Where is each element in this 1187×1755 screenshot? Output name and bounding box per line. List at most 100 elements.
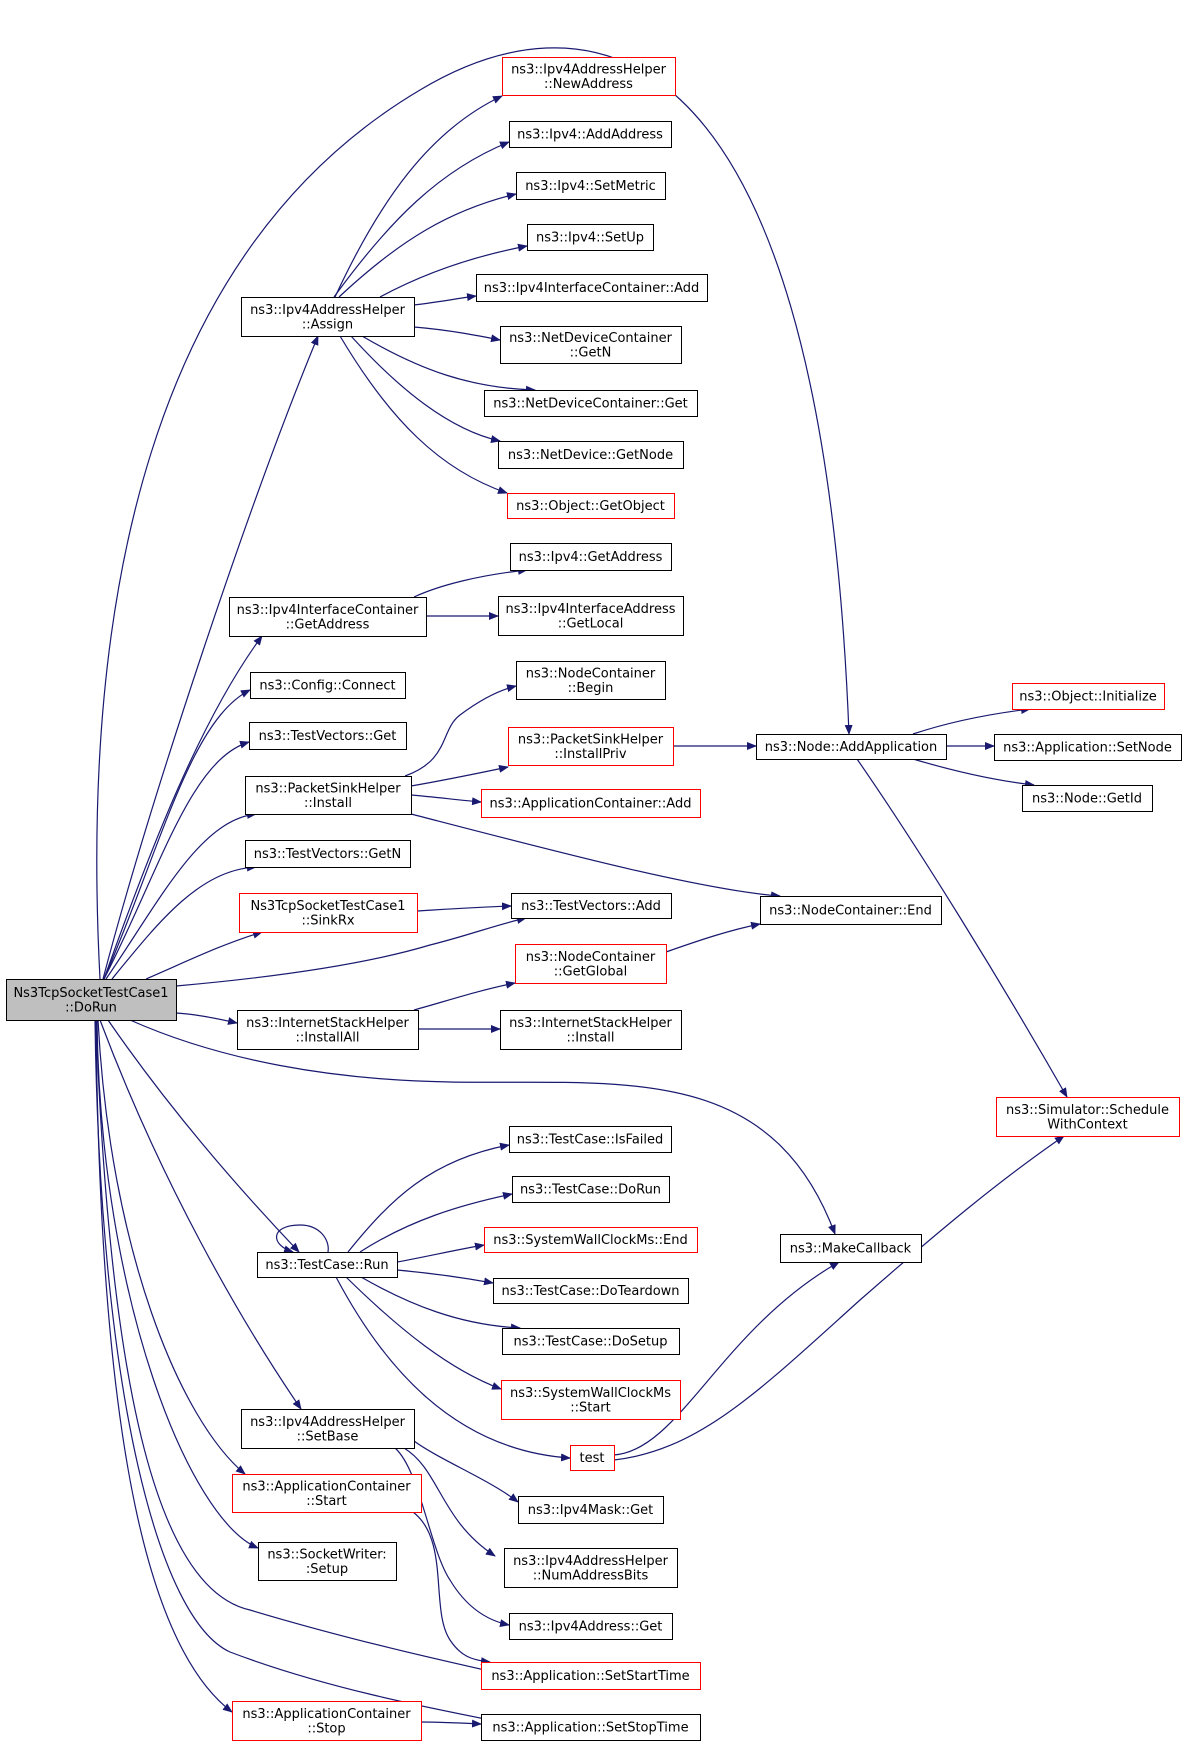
node-box xyxy=(508,727,674,766)
node-tvgetn[interactable]: ns3::TestVectors::GetN xyxy=(245,840,411,868)
node-box xyxy=(501,1380,681,1420)
node-setmetric[interactable]: ns3::Ipv4::SetMetric xyxy=(516,172,666,200)
node-box xyxy=(515,944,667,984)
edge-root-to-appcstart xyxy=(97,1019,246,1475)
node-box xyxy=(509,1126,672,1153)
edge-root-to-assign xyxy=(102,335,319,980)
node-tcdoteardown[interactable]: ns3::TestCase::DoTeardown xyxy=(493,1278,689,1304)
node-numaddrbits[interactable]: ns3::Ipv4AddressHelper::NumAddressBits xyxy=(504,1548,678,1588)
node-appcstart[interactable]: ns3::ApplicationContainer::Start xyxy=(232,1474,422,1513)
node-addrget[interactable]: ns3::Ipv4Address::Get xyxy=(509,1613,673,1640)
node-tcdorun[interactable]: ns3::TestCase::DoRun xyxy=(512,1176,670,1203)
node-label-line: ::Install xyxy=(304,796,352,811)
node-ndgetnode[interactable]: ns3::NetDevice::GetNode xyxy=(498,441,684,469)
node-label-line: ns3::Ipv4::SetMetric xyxy=(525,179,656,194)
edge-assign-to-setup xyxy=(379,243,528,298)
node-box xyxy=(516,172,666,200)
node-sockwsetup[interactable]: ns3::SocketWriter::Setup xyxy=(258,1542,397,1581)
node-label-line: ::GetGlobal xyxy=(554,964,627,979)
node-label-line: ns3::TestCase::DoTeardown xyxy=(501,1284,679,1299)
node-getobject[interactable]: ns3::Object::GetObject xyxy=(507,493,675,519)
node-ndcgetn[interactable]: ns3::NetDeviceContainer::GetN xyxy=(500,326,682,364)
node-tcdosetup[interactable]: ns3::TestCase::DoSetup xyxy=(502,1328,680,1355)
node-test[interactable]: test xyxy=(570,1445,615,1471)
node-box xyxy=(232,1474,422,1513)
edge-root-to-psinstall xyxy=(105,810,257,980)
node-setup[interactable]: ns3::Ipv4::SetUp xyxy=(527,224,654,251)
node-objinit[interactable]: ns3::Object::Initialize xyxy=(1012,683,1165,710)
node-box xyxy=(570,1445,615,1471)
node-box xyxy=(509,1613,673,1640)
node-box xyxy=(511,893,672,919)
edge-root-to-appsetstart xyxy=(95,1019,517,1679)
node-sinkrx[interactable]: Ns3TcpSocketTestCase1::SinkRx xyxy=(239,893,418,933)
edge-root-to-tvget xyxy=(103,740,250,980)
edge-appcstop-to-appsetstop xyxy=(420,1719,482,1728)
node-psinstallpriv[interactable]: ns3::PacketSinkHelper::InstallPriv xyxy=(508,727,674,766)
node-ishinstall[interactable]: ns3::InternetStackHelper::Install xyxy=(500,1010,682,1050)
node-appcadd[interactable]: ns3::ApplicationContainer::Add xyxy=(481,789,701,818)
node-box xyxy=(780,1234,922,1263)
node-appcstop[interactable]: ns3::ApplicationContainer::Stop xyxy=(232,1701,422,1741)
node-swcend[interactable]: ns3::SystemWallClockMs::End xyxy=(484,1227,698,1253)
edge-psinstall-to-ncend xyxy=(410,813,781,900)
node-tcisfailed[interactable]: ns3::TestCase::IsFailed xyxy=(509,1126,672,1153)
node-appsetnode[interactable]: ns3::Application::SetNode xyxy=(994,734,1182,761)
node-cfgconnect[interactable]: ns3::Config::Connect xyxy=(250,672,406,699)
edge-root-to-cfgconnect xyxy=(103,689,251,980)
edge-nodeaddapp-to-nodegetid xyxy=(912,758,1035,788)
node-box xyxy=(232,1701,422,1741)
node-root[interactable]: Ns3TcpSocketTestCase1::DoRun xyxy=(6,979,177,1021)
node-ipv4getaddr[interactable]: ns3::Ipv4::GetAddress xyxy=(510,543,672,571)
node-setbase[interactable]: ns3::Ipv4AddressHelper::SetBase xyxy=(241,1409,415,1449)
node-box xyxy=(502,57,676,96)
node-tcrun[interactable]: ns3::TestCase::Run xyxy=(257,1252,398,1278)
node-ifcgetaddr[interactable]: ns3::Ipv4InterfaceContainer::GetAddress xyxy=(229,597,427,637)
edge-ifcgetaddr-to-ipv4getaddr xyxy=(413,566,528,598)
node-ishinstallall[interactable]: ns3::InternetStackHelper::InstallAll xyxy=(237,1010,419,1050)
node-ifagetlocal[interactable]: ns3::Ipv4InterfaceAddress::GetLocal xyxy=(498,596,684,636)
node-label-line: ns3::TestCase::IsFailed xyxy=(517,1133,664,1148)
node-swcstart[interactable]: ns3::SystemWallClockMs::Start xyxy=(501,1380,681,1420)
edge-appcstart-to-appsetstart xyxy=(412,1511,491,1666)
node-box xyxy=(756,734,947,760)
edge-psinstall-to-psinstallpriv xyxy=(410,764,509,787)
node-makecb[interactable]: ns3::MakeCallback xyxy=(780,1234,922,1263)
node-makeaddr[interactable]: ns3::Ipv4AddressHelper::NewAddress xyxy=(502,57,676,96)
node-box xyxy=(241,297,415,337)
node-maskget[interactable]: ns3::Ipv4Mask::Get xyxy=(518,1496,664,1524)
node-ncend[interactable]: ns3::NodeContainer::End xyxy=(760,896,942,925)
node-label-line: test xyxy=(580,1451,605,1466)
node-label-line: ns3::TestVectors::Get xyxy=(259,729,397,744)
node-ndcget[interactable]: ns3::NetDeviceContainer::Get xyxy=(484,390,698,417)
edge-assign-to-makeaddr xyxy=(334,95,503,298)
node-appsetstart[interactable]: ns3::Application::SetStartTime xyxy=(481,1662,701,1690)
node-label-line: ns3::Ipv4Address::Get xyxy=(519,1620,663,1635)
node-label-line: ns3::TestCase::Run xyxy=(265,1258,388,1273)
node-label-line: ::Start xyxy=(570,1400,611,1415)
node-ncbegin[interactable]: ns3::NodeContainer::Begin xyxy=(516,661,666,700)
edge-psinstall-to-appcadd xyxy=(410,794,482,806)
node-ifcadd[interactable]: ns3::Ipv4InterfaceContainer::Add xyxy=(476,274,708,302)
node-label-line: ::NewAddress xyxy=(544,77,633,92)
node-nodeaddapp[interactable]: ns3::Node::AddApplication xyxy=(756,734,947,760)
edge-ncgetglobal-to-ncend xyxy=(665,921,761,953)
node-psinstall[interactable]: ns3::PacketSinkHelper::Install xyxy=(245,776,412,815)
node-box xyxy=(507,493,675,519)
node-addaddr[interactable]: ns3::Ipv4::AddAddress xyxy=(509,121,672,148)
node-label-line: ns3::NetDeviceContainer::Get xyxy=(493,397,688,412)
node-ncgetglobal[interactable]: ns3::NodeContainer::GetGlobal xyxy=(515,944,667,984)
node-label-line: ::Begin xyxy=(568,681,614,696)
edge-psinstall-to-ncbegin xyxy=(404,684,517,777)
node-nodegetid[interactable]: ns3::Node::GetId xyxy=(1022,785,1153,812)
node-assign[interactable]: ns3::Ipv4AddressHelper::Assign xyxy=(241,297,415,337)
node-appsetstop[interactable]: ns3::Application::SetStopTime xyxy=(481,1714,701,1741)
node-box xyxy=(760,896,942,925)
node-box xyxy=(249,722,407,750)
node-label-line: ns3::Application::SetStartTime xyxy=(491,1669,689,1684)
node-box xyxy=(484,390,698,417)
node-tvget[interactable]: ns3::TestVectors::Get xyxy=(249,722,407,750)
node-tvadd[interactable]: ns3::TestVectors::Add xyxy=(511,893,672,919)
node-label-line: ns3::Ipv4AddressHelper xyxy=(250,303,406,318)
